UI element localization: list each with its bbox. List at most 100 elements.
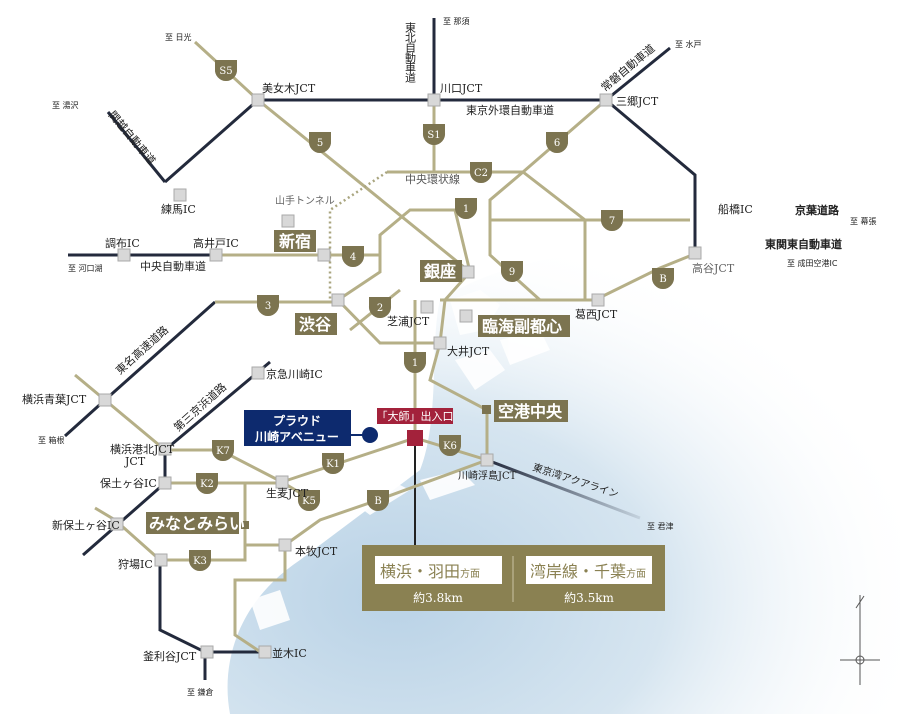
svg-text:臨海副都心: 臨海副都心: [482, 317, 562, 336]
route-shield-b-east: B: [651, 268, 675, 290]
distance-yokohama-haneda: 約3.8km: [413, 590, 463, 605]
area-airport: 空港中央: [494, 400, 568, 422]
svg-text:2: 2: [377, 303, 383, 314]
route-shield-5: 5: [308, 132, 332, 154]
route-shield-s5: S5: [214, 60, 238, 82]
dest-makuhari: 至 幕張: [850, 216, 877, 226]
svg-text:B: B: [659, 274, 666, 285]
route-shield-c2: C2: [469, 162, 493, 184]
svg-text:S5: S5: [219, 66, 232, 77]
svg-text:JCT: JCT: [124, 455, 146, 468]
distance-info-box: 横浜・羽田方面 湾岸線・千葉方面 約3.8km 約3.5km: [362, 545, 665, 611]
route-shield-6: 6: [545, 132, 569, 154]
label-namiki-ic: 並木IC: [272, 646, 307, 660]
route-shield-2: 2: [368, 297, 392, 319]
route-shield-k1: K1: [321, 453, 345, 475]
label-takaya-jct: 高谷JCT: [692, 261, 735, 275]
dest-yuzawa: 至 湯沢: [52, 100, 79, 110]
label-ukishima-jct: 川崎浮島JCT: [458, 469, 517, 482]
label-hodogaya-ic: 保土ヶ谷IC: [100, 476, 157, 490]
daishi-exit-marker[interactable]: 「大師」出入口: [377, 408, 454, 446]
label-nerima-ic: 練馬IC: [161, 202, 196, 216]
label-kamariya-jct: 釜利谷JCT: [143, 649, 197, 663]
route-shield-k2: K2: [195, 473, 219, 495]
route-shield-s1: S1: [422, 124, 446, 146]
area-shinjuku: 新宿: [274, 230, 316, 252]
svg-text:K2: K2: [200, 479, 214, 490]
route-shield-4: 4: [341, 246, 365, 268]
junction-labels: 美女木JCT 川口JCT 三郷JCT 練馬IC 船橋IC 高谷JCT 調布IC …: [22, 81, 753, 663]
svg-text:6: 6: [554, 138, 560, 149]
label-misato-jct: 三郷JCT: [616, 94, 659, 108]
svg-text:K3: K3: [193, 556, 207, 567]
svg-text:銀座: 銀座: [424, 262, 456, 281]
daishi-exit-label: 「大師」出入口: [377, 409, 454, 423]
direction-wangan-chiba: 湾岸線・千葉方面: [530, 562, 646, 581]
road-kanetsu: 関越自動車道: [106, 108, 159, 168]
road-higashikanto: 東関東自動車道: [765, 237, 842, 251]
label-kariba-ic: 狩場IC: [118, 557, 153, 571]
route-shield-k5: K5: [297, 490, 321, 512]
distance-wangan-chiba: 約3.5km: [564, 590, 614, 605]
road-central-loop: 中央環状線: [405, 172, 460, 186]
dest-hakone: 至 箱根: [38, 435, 65, 445]
svg-text:K5: K5: [302, 496, 316, 507]
property-marker[interactable]: プラウド 川崎アベニュー: [244, 410, 378, 446]
svg-text:空港中央: 空港中央: [498, 402, 563, 421]
junction-markers: [98, 93, 702, 659]
route-shield-k3: K3: [188, 550, 212, 572]
label-kohoku-jct: 横浜港北JCT: [110, 442, 175, 456]
road-yamate-tunnel: 山手トンネル: [275, 194, 335, 207]
svg-text:5: 5: [317, 138, 323, 149]
svg-text:S1: S1: [427, 130, 440, 141]
dest-nasu: 至 那須: [443, 17, 470, 26]
dest-narita: 至 成田空港IC: [787, 258, 838, 268]
destination-labels: 至 日光 至 那須 至 水戸 至 湯沢 至 幕張 至 成田空港IC 至 河口湖 …: [38, 17, 877, 697]
svg-text:7: 7: [609, 216, 615, 227]
svg-text:1: 1: [412, 358, 418, 369]
area-rinkai: 臨海副都心: [478, 315, 570, 337]
north-compass-icon: [840, 595, 880, 685]
road-keiyo: 京葉道路: [795, 203, 840, 217]
label-chofu-ic: 調布IC: [105, 236, 140, 250]
dest-nikko: 至 日光: [165, 32, 192, 42]
label-oi-jct: 大井JCT: [447, 344, 490, 358]
label-takaido-ic: 高井戸IC: [193, 236, 239, 250]
route-shield-3: 3: [256, 295, 280, 317]
label-shibaura-jct: 芝浦JCT: [387, 315, 430, 328]
property-name-line2: 川崎アベニュー: [254, 429, 339, 444]
road-gaikan: 東京外環自動車道: [466, 103, 554, 117]
route-shield-1-south: 1: [403, 352, 427, 374]
area-ginza: 銀座: [420, 260, 462, 282]
dest-kisarazu: 至 君津: [647, 521, 674, 531]
dest-kamakura: 至 鎌倉: [187, 687, 214, 697]
dest-kawaguchiko: 至 河口湖: [68, 263, 103, 273]
label-namamugi-jct: 生麦JCT: [266, 486, 309, 500]
label-kawaguchi-jct: 川口JCT: [440, 82, 483, 95]
dest-mito: 至 水戸: [675, 39, 702, 49]
svg-text:1: 1: [463, 204, 469, 215]
route-shield-1-north: 1: [454, 198, 478, 220]
label-kasai-jct: 葛西JCT: [575, 308, 618, 321]
svg-text:みなとみらい: みなとみらい: [149, 514, 245, 533]
svg-text:4: 4: [350, 252, 356, 263]
route-shield-b-south: B: [366, 490, 390, 512]
svg-text:K1: K1: [326, 459, 340, 470]
area-minatomirai: みなとみらい: [146, 512, 245, 534]
label-shinhodogaya-ic: 新保土ヶ谷IC: [52, 518, 120, 532]
road-joban: 常磐自動車道: [598, 41, 658, 94]
svg-text:3: 3: [265, 301, 271, 312]
route-shield-k6: K6: [438, 435, 462, 457]
svg-text:B: B: [374, 496, 381, 507]
label-aoba-jct: 横浜青葉JCT: [22, 392, 87, 406]
property-location-dot[interactable]: [362, 427, 378, 443]
road-daisan-keihin: 第三京浜道路: [171, 380, 229, 435]
label-funabashi-ic: 船橋IC: [718, 202, 753, 216]
route-shields: S5 S1 5 6 C2 1 7 4 9 B 3 2 1 K7 K1 K6 K2…: [188, 60, 675, 572]
svg-text:K7: K7: [216, 446, 230, 457]
direction-yokohama-haneda: 横浜・羽田方面: [380, 562, 480, 581]
property-name-line1: プラウド: [273, 413, 321, 428]
svg-text:C2: C2: [474, 168, 488, 179]
